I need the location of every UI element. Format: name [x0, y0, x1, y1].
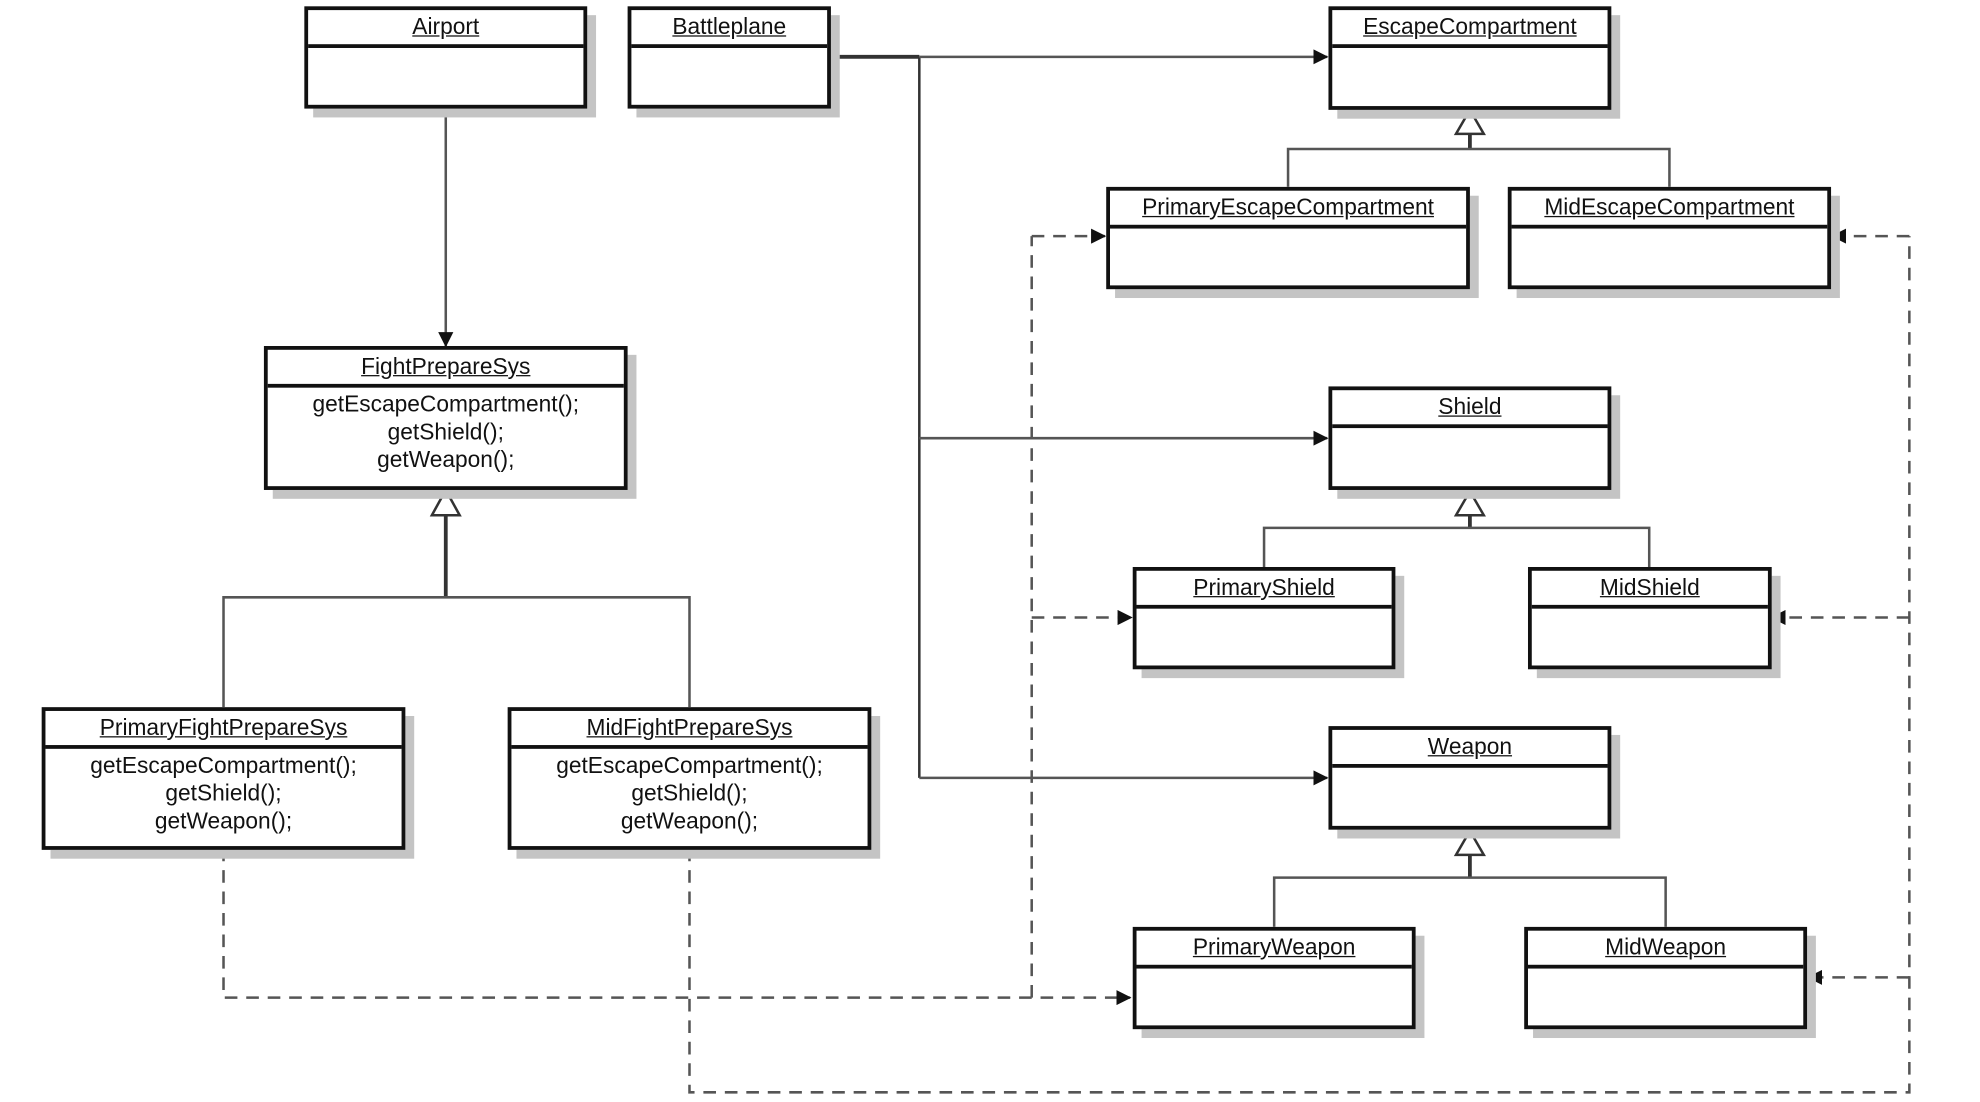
generalization-shield — [1262, 488, 1651, 567]
operations-list: getEscapeCompartment(); getShield(); get… — [45, 749, 401, 835]
class-fight-prepare-sys[interactable]: FightPrepareSys getEscapeCompartment(); … — [263, 346, 628, 490]
class-name: FightPrepareSys — [267, 350, 624, 388]
class-primary-escape-compartment[interactable]: PrimaryEscapeCompartment — [1106, 186, 1470, 290]
associations-battleplane — [829, 49, 1329, 786]
generalization-fightpreparesys — [222, 487, 691, 708]
class-airport[interactable]: Airport — [304, 6, 588, 109]
operation: getShield(); — [631, 780, 748, 806]
class-shield[interactable]: Shield — [1328, 386, 1612, 490]
operations-list: getEscapeCompartment(); getShield(); get… — [511, 749, 867, 835]
dependencies-mid — [688, 228, 1911, 1094]
class-name: PrimaryEscapeCompartment — [1110, 191, 1467, 229]
operation: getWeapon(); — [154, 808, 293, 834]
operation: getEscapeCompartment(); — [312, 391, 580, 417]
generalization-weapon — [1272, 828, 1667, 927]
class-mid-weapon[interactable]: MidWeapon — [1524, 926, 1808, 1030]
generalization-escapecompartment — [1286, 107, 1671, 187]
class-name: PrimaryWeapon — [1136, 931, 1412, 969]
operation: getWeapon(); — [620, 808, 759, 834]
class-primary-shield[interactable]: PrimaryShield — [1132, 566, 1396, 670]
dependencies-primary — [222, 228, 1133, 1006]
class-name: PrimaryFightPrepareSys — [45, 711, 402, 749]
operations-list: getEscapeCompartment(); getShield(); get… — [268, 388, 624, 474]
class-name: Shield — [1332, 390, 1608, 429]
operation: getShield(); — [165, 780, 282, 806]
class-name: PrimaryShield — [1136, 571, 1392, 609]
class-mid-shield[interactable]: MidShield — [1527, 566, 1772, 670]
class-name: Airport — [308, 10, 584, 48]
class-name: MidFightPrepareSys — [511, 711, 868, 749]
class-mid-escape-compartment[interactable]: MidEscapeCompartment — [1507, 186, 1832, 290]
operation: getShield(); — [387, 419, 504, 445]
class-primary-fight-prepare-sys[interactable]: PrimaryFightPrepareSys getEscapeCompartm… — [41, 707, 406, 850]
class-escape-compartment[interactable]: EscapeCompartment — [1328, 6, 1612, 110]
class-name: Weapon — [1332, 730, 1608, 768]
class-battleplane[interactable]: Battleplane — [627, 6, 831, 109]
class-name: MidShield — [1531, 571, 1768, 609]
operation: getWeapon(); — [377, 447, 515, 473]
class-name: MidEscapeCompartment — [1511, 191, 1828, 229]
operation: getEscapeCompartment(); — [90, 752, 357, 778]
class-weapon[interactable]: Weapon — [1328, 726, 1612, 830]
class-mid-fight-prepare-sys[interactable]: MidFightPrepareSys getEscapeCompartment(… — [507, 707, 872, 850]
class-primary-weapon[interactable]: PrimaryWeapon — [1132, 926, 1416, 1030]
operation: getEscapeCompartment(); — [556, 752, 823, 778]
class-name: EscapeCompartment — [1332, 10, 1608, 48]
class-name: Battleplane — [631, 10, 828, 48]
class-name: MidWeapon — [1527, 931, 1804, 969]
